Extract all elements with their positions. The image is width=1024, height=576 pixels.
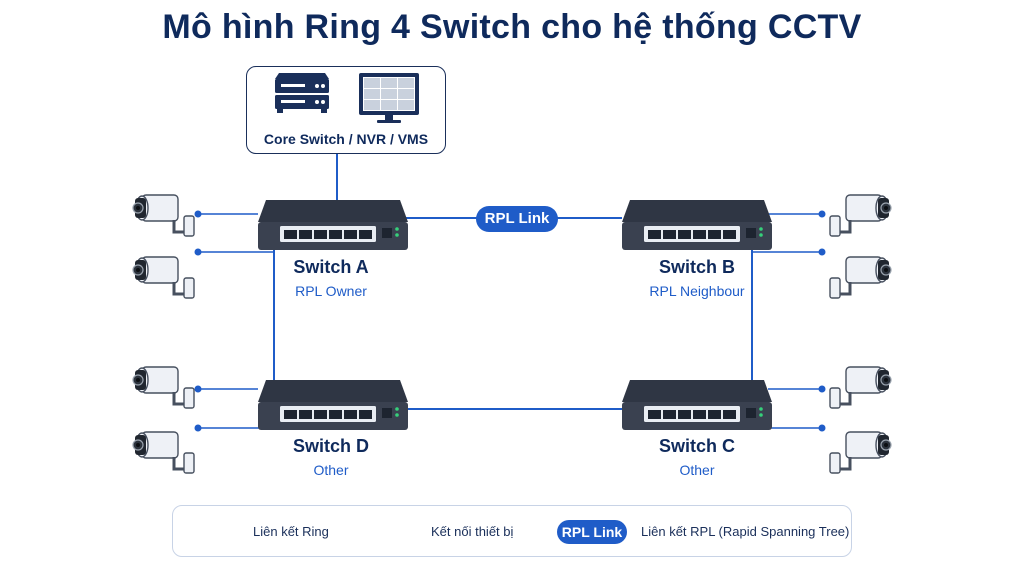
- page-title: Mô hình Ring 4 Switch cho hệ thống CCTV: [162, 8, 862, 46]
- switch-b-name: Switch B: [658, 257, 735, 277]
- camera-icon: [131, 255, 196, 300]
- camera-icon: [131, 430, 196, 475]
- switch-d-role: Other: [313, 462, 349, 478]
- switch-a-name: Switch A: [293, 257, 369, 277]
- device-links-left: [194, 210, 274, 432]
- legend-device-label: Kết nối thiết bị: [431, 524, 514, 539]
- switch-d-name: Switch D: [292, 436, 369, 456]
- camera-icon: [131, 365, 196, 410]
- switch-b-role: RPL Neighbour: [649, 283, 745, 299]
- switch-b-icon: [622, 200, 772, 250]
- camera-icon: [131, 193, 196, 238]
- server-icon: [275, 73, 329, 113]
- legend-rpl-badge: RPL Link: [557, 520, 627, 544]
- switch-c-icon: [622, 380, 772, 430]
- legend-rpl-label: Liên kết RPL (Rapid Spanning Tree): [641, 524, 850, 539]
- switch-c-name: Switch C: [658, 436, 735, 456]
- camera-icon: [830, 195, 891, 236]
- camera-icon: [830, 257, 891, 298]
- core-icons: [275, 73, 419, 123]
- camera-icon: [830, 367, 891, 408]
- monitor-icon: [359, 73, 419, 123]
- legend-ring-label: Liên kết Ring: [253, 524, 329, 539]
- switch-a-icon: [258, 200, 408, 250]
- switch-a-role: RPL Owner: [295, 283, 367, 299]
- switch-d-icon: [258, 380, 408, 430]
- rpl-link-badge: RPL Link: [476, 206, 558, 232]
- legend: Liên kết Ring Kết nối thiết bị RPL Link …: [172, 505, 852, 557]
- core-box: Core Switch / NVR / VMS: [246, 66, 446, 154]
- core-label: Core Switch / NVR / VMS: [263, 131, 429, 147]
- camera-icon: [830, 432, 891, 473]
- switch-c-role: Other: [679, 462, 715, 478]
